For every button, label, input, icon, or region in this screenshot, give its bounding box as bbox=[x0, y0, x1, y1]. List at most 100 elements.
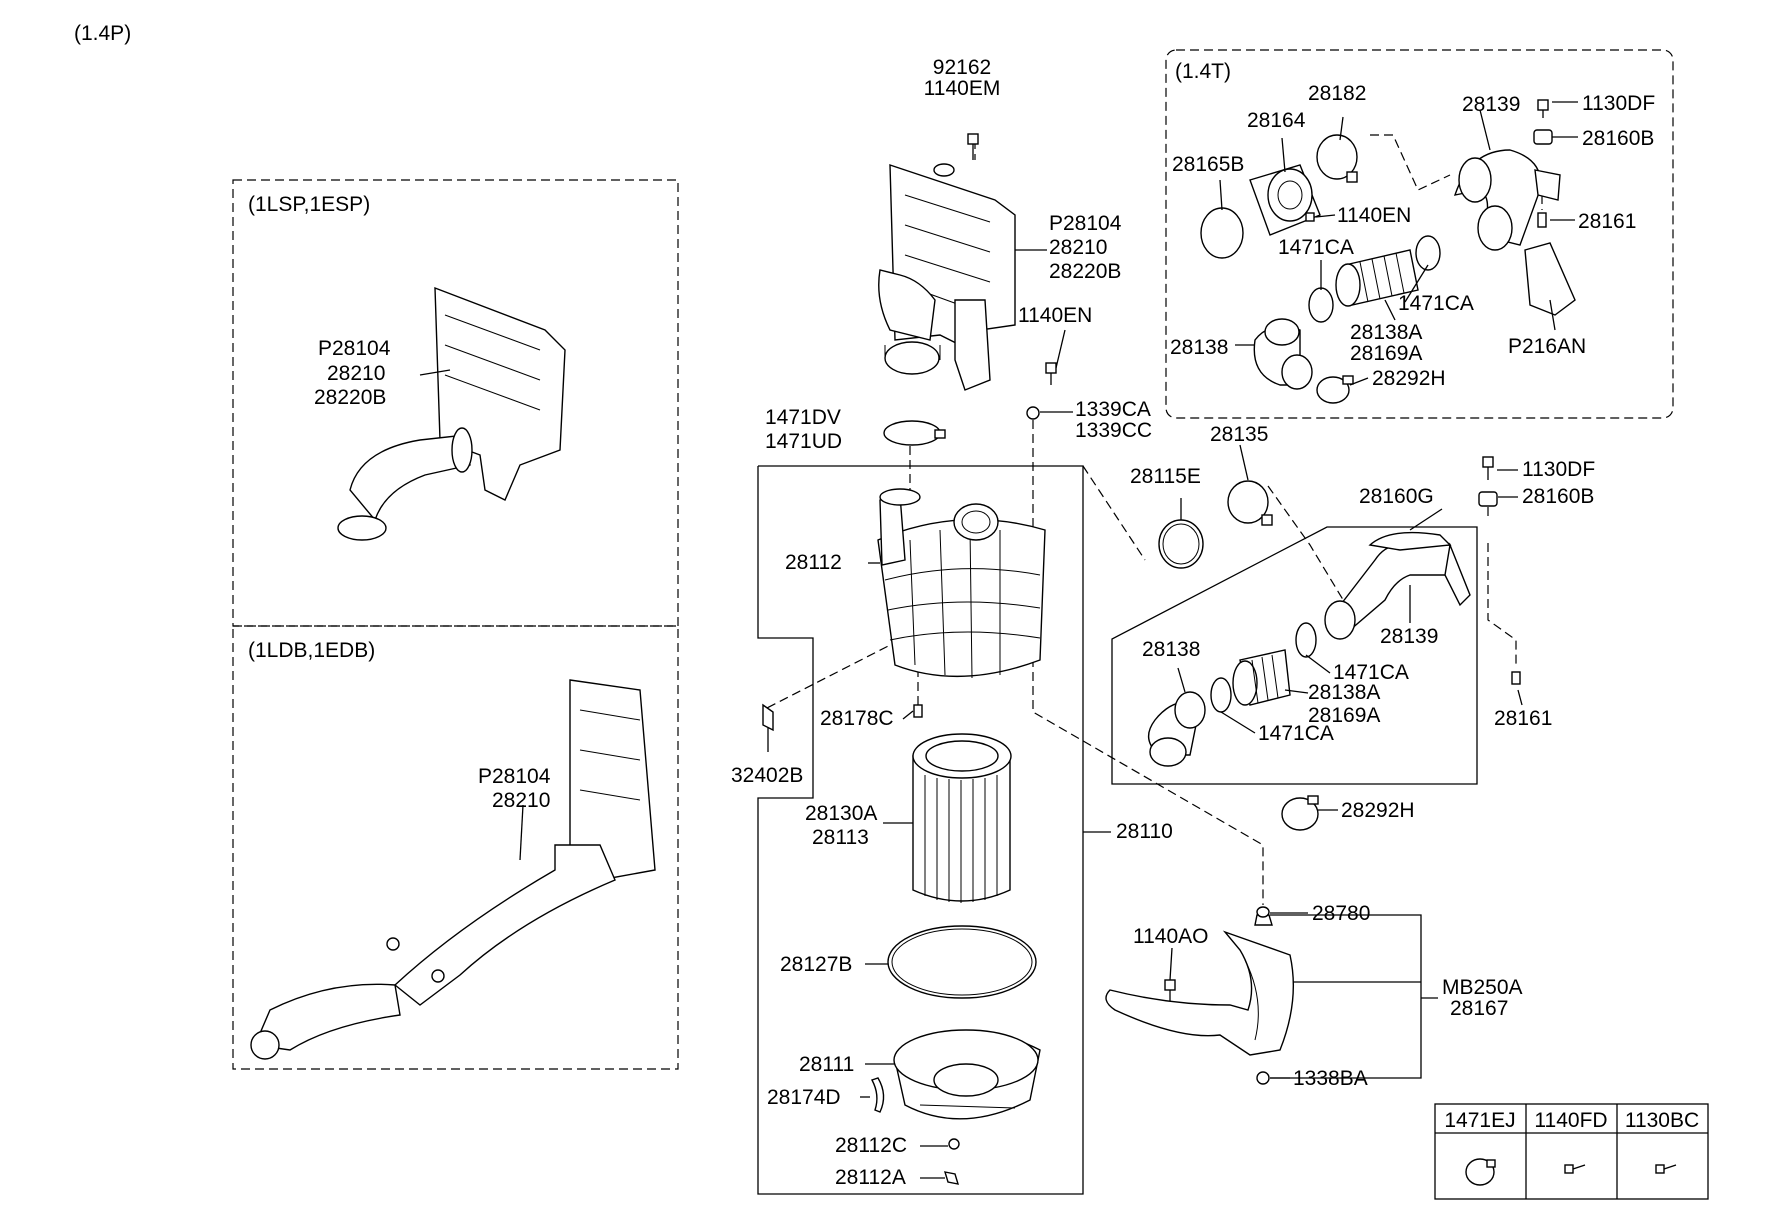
part-label-28115e: 28115E bbox=[1130, 465, 1201, 488]
part-label-28174d: 28174D bbox=[767, 1086, 841, 1109]
part-label-28138-turbo: 28138 bbox=[1170, 336, 1228, 359]
part-label-28220b: 28220B bbox=[1049, 260, 1121, 283]
part-label-92162: 92162 bbox=[933, 56, 991, 79]
part-label-28112c: 28112C bbox=[835, 1134, 907, 1157]
part-label-1130df-mid: 1130DF bbox=[1522, 458, 1595, 481]
bracket-p216an-turbo bbox=[1524, 242, 1576, 316]
part-label-mb250a: MB250A bbox=[1442, 976, 1523, 999]
part-label-28130a: 28130A bbox=[805, 802, 877, 825]
part-label-1471dv: 1471DV bbox=[765, 406, 841, 429]
duct-28139-turbo bbox=[1453, 149, 1561, 251]
resonator-ldb bbox=[250, 679, 656, 1060]
clamp-1471ca-mid-2 bbox=[1210, 677, 1232, 713]
clamp-1471dv bbox=[883, 420, 946, 446]
part-label-28161-mid: 28161 bbox=[1494, 707, 1552, 730]
part-label-1471ca-mid-2: 1471CA bbox=[1258, 722, 1334, 745]
leader-lines bbox=[419, 101, 1578, 1179]
part-label-28138-mid: 28138 bbox=[1142, 638, 1200, 661]
mount-28160b-turbo bbox=[1533, 129, 1553, 145]
mount-28780 bbox=[1254, 906, 1273, 926]
variant-label-lsp: (1LSP,1ESP) bbox=[248, 193, 370, 216]
part-label-28110: 28110 bbox=[1116, 820, 1173, 843]
part-label-28292h-turbo: 28292H bbox=[1372, 367, 1446, 390]
variant-label-turbo: (1.4T) bbox=[1175, 60, 1231, 83]
gasket-28127b bbox=[887, 925, 1037, 999]
part-label-28111: 28111 bbox=[799, 1053, 854, 1076]
dash-link-32402b bbox=[762, 639, 901, 711]
part-label-28292h-mid: 28292H bbox=[1341, 799, 1415, 822]
clamp-28292h-turbo bbox=[1316, 375, 1354, 404]
part-label-1130df-turbo: 1130DF bbox=[1582, 92, 1655, 115]
part-label-28112a: 28112A bbox=[835, 1166, 906, 1189]
part-label-28210-ldb: 28210 bbox=[492, 789, 550, 812]
part-label-28164-turbo: 28164 bbox=[1247, 109, 1306, 132]
variant-label-1-4p: (1.4P) bbox=[74, 22, 131, 45]
dash-link-28115e bbox=[1082, 465, 1146, 561]
legend-header-1140fd: 1140FD bbox=[1534, 1109, 1607, 1132]
part-label-1339cc: 1339CC bbox=[1075, 419, 1152, 442]
part-label-28113: 28113 bbox=[812, 826, 869, 849]
bolt-icon bbox=[1564, 1164, 1586, 1174]
part-label-1140em: 1140EM bbox=[924, 77, 1001, 100]
resonator-main bbox=[878, 163, 1016, 391]
part-label-28160b-turbo: 28160B bbox=[1582, 127, 1654, 150]
dash-link-28135 bbox=[1267, 485, 1349, 609]
part-label-p28104-lsp: P28104 bbox=[318, 337, 391, 360]
air-cleaner-lower-body bbox=[893, 1029, 1041, 1120]
bolt-1130df-mid bbox=[1482, 456, 1494, 480]
bolt-1140ao bbox=[1164, 979, 1176, 1003]
part-label-28220b-lsp: 28220B bbox=[314, 386, 386, 409]
bolt-1130df-turbo bbox=[1537, 99, 1549, 118]
part-label-28161-turbo: 28161 bbox=[1578, 210, 1636, 233]
part-label-28167: 28167 bbox=[1450, 997, 1508, 1020]
air-cleaner-upper-body bbox=[877, 488, 1046, 679]
bolt-1140en-main bbox=[1045, 362, 1057, 385]
gasket-28165b-turbo bbox=[1200, 207, 1244, 259]
part-label-28112: 28112 bbox=[785, 551, 842, 574]
inlet-hose-frame bbox=[1111, 526, 1478, 785]
part-label-1471ca-mid-1: 1471CA bbox=[1333, 661, 1409, 684]
pin-28161-mid bbox=[1511, 671, 1521, 685]
nut-28112c bbox=[948, 1138, 960, 1150]
part-label-28127b: 28127B bbox=[780, 953, 852, 976]
gasket-28115e bbox=[1158, 519, 1204, 569]
part-label-28178c: 28178C bbox=[820, 707, 894, 730]
part-label-28160b-mid: 28160B bbox=[1522, 485, 1594, 508]
variant-label-ldb: (1LDB,1EDB) bbox=[248, 639, 375, 662]
part-label-28138a-mid: 28138A bbox=[1308, 681, 1380, 704]
duct-28138-turbo bbox=[1253, 318, 1313, 390]
part-label-1140en: 1140EN bbox=[1018, 304, 1092, 327]
bolt-1140en-turbo bbox=[1305, 212, 1315, 222]
part-label-28182-turbo: 28182 bbox=[1308, 82, 1366, 105]
duct-28139-mid bbox=[1324, 531, 1471, 640]
clamp-28182-turbo bbox=[1316, 134, 1358, 183]
part-label-1339ca: 1339CA bbox=[1075, 398, 1151, 421]
variant-box-lsp bbox=[232, 179, 679, 627]
hose-28138a-mid bbox=[1232, 649, 1291, 706]
part-label-28169a-turbo: 28169A bbox=[1350, 342, 1422, 365]
part-label-28139-mid: 28139 bbox=[1380, 625, 1438, 648]
nut-1338ba bbox=[1256, 1071, 1270, 1085]
clamp-1471ca-turbo-b bbox=[1415, 235, 1441, 271]
legend-header-1471ej: 1471EJ bbox=[1444, 1109, 1515, 1132]
pin-28161-turbo bbox=[1537, 212, 1547, 228]
mount-28160b-mid bbox=[1478, 491, 1498, 507]
clamp-1471ca-turbo-a bbox=[1308, 287, 1334, 323]
variant-box-turbo bbox=[1165, 49, 1674, 419]
part-labels: 92162 1140EM P28104 28210 28220B 1140EN … bbox=[314, 56, 1655, 1189]
legend-table: 1471EJ 1140FD 1130BC bbox=[1434, 1103, 1709, 1200]
clip-28174d bbox=[870, 1077, 885, 1113]
grommet-28178c bbox=[913, 704, 923, 718]
filter-element bbox=[912, 733, 1012, 903]
resonator-lsp bbox=[337, 286, 566, 541]
bolt-1140em bbox=[967, 133, 979, 160]
dash-link-28182-turbo bbox=[1370, 134, 1451, 191]
variant-box-ldb bbox=[232, 625, 679, 1070]
part-label-28160g: 28160G bbox=[1359, 485, 1434, 508]
part-label-1338ba: 1338BA bbox=[1293, 1067, 1368, 1090]
part-label-28210: 28210 bbox=[1049, 236, 1107, 259]
clamp-28135 bbox=[1227, 480, 1273, 526]
clamp-1471ca-mid-1 bbox=[1295, 622, 1317, 658]
clamp-28292h-mid bbox=[1281, 795, 1319, 831]
